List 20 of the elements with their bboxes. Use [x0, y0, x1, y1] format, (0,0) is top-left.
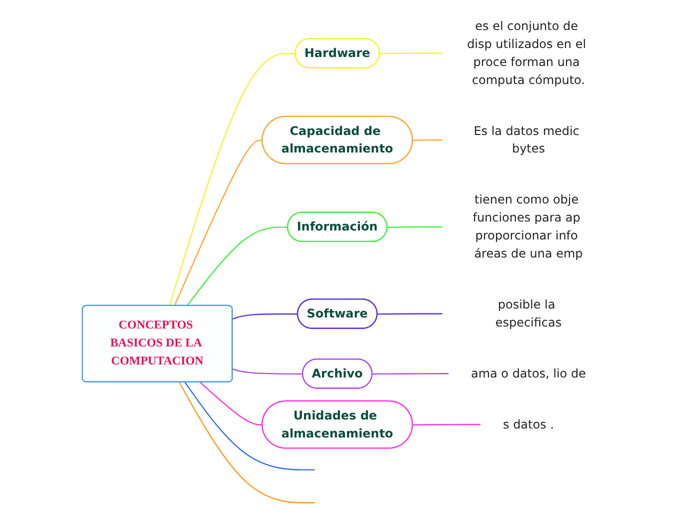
connector-line — [232, 313, 298, 320]
connector-line — [184, 382, 315, 470]
connector-line — [168, 52, 296, 306]
connector-line — [178, 382, 315, 504]
connector-line — [387, 226, 442, 228]
connector-line — [174, 140, 263, 306]
connector-line — [200, 382, 263, 426]
node-text: posible la especificas — [495, 297, 562, 330]
node-text: Es la datos medic bytes — [474, 124, 580, 156]
connector-line — [186, 226, 288, 306]
connector-line — [380, 52, 442, 54]
connector-line — [412, 139, 442, 141]
node-text: s datos . — [503, 417, 554, 432]
node-text: ama o datos, lio de — [471, 366, 586, 380]
connector-line — [372, 373, 449, 375]
node-text: es el conjunto de disp utilizados en el proce forman una computa cómputo. — [467, 18, 586, 87]
connector-line — [232, 368, 303, 375]
connector-line — [377, 313, 442, 315]
node-text: tienen como obje funciones para ap proporcionar info áreas de una emp — [472, 192, 583, 261]
connector-line — [412, 424, 481, 426]
